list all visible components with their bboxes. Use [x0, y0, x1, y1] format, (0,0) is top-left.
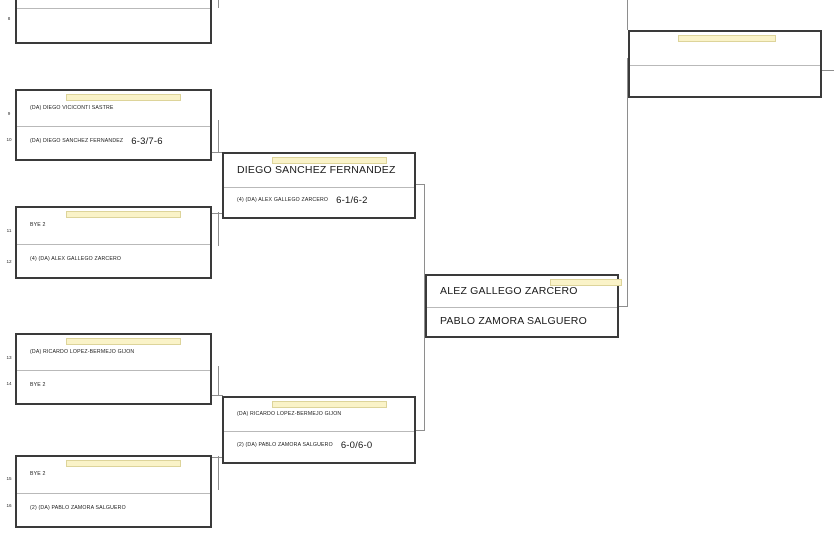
match-slot-final-2[interactable] — [630, 63, 820, 96]
player-name: BYE 2 — [30, 381, 46, 388]
connector-horizontal-r2-top — [415, 184, 425, 185]
connector-vertical-r2-top — [424, 184, 425, 306]
row-number-16: 16 — [6, 503, 12, 508]
player-score: 6-3/7-6 — [131, 135, 163, 147]
row-number-10: 10 — [6, 137, 12, 142]
player-name: (DA) DIEGO SANCHEZ FERNANDEZ — [30, 137, 124, 144]
row-number-13: 13 — [6, 355, 12, 360]
match-box-final[interactable] — [628, 30, 822, 98]
connector-horizontal-r1-m9 — [212, 152, 223, 153]
match-slot-r2-bottom-1[interactable]: (DA) RICARDO LOPEZ-BERMEJO GIJON — [224, 398, 414, 432]
match-header-strip — [66, 338, 181, 345]
player-score: 6-0/6-0 — [340, 439, 373, 451]
row-number-9: 9 — [7, 111, 11, 116]
match-slot-r1-8-top[interactable]: BYE 2 — [17, 0, 210, 9]
match-slot-r1-10[interactable]: (DA) DIEGO SANCHEZ FERNANDEZ 6-3/7-6 — [17, 124, 210, 159]
match-box-r2-top[interactable]: DIEGO SANCHEZ FERNANDEZ (4) (DA) ALEX GA… — [222, 152, 416, 219]
match-box-r1-9-10[interactable]: (DA) DIEGO VICICONTI SASTRE (DA) DIEGO S… — [15, 89, 212, 161]
connector-vertical-r1-m11 — [218, 212, 219, 246]
match-slot-r1-11[interactable]: BYE 2 — [17, 208, 210, 245]
match-slot-r1-15[interactable]: BYE 2 — [17, 457, 210, 494]
connector-horizontal-r1-m11 — [212, 213, 223, 214]
match-slot-r1-8-bottom[interactable] — [17, 9, 210, 42]
connector-vertical-r1-m8 — [218, 0, 219, 8]
player-name: DIEGO SANCHEZ FERNANDEZ — [237, 164, 396, 177]
match-box-r1-11-12[interactable]: BYE 2 (4) (DA) ALEX GALLEGO ZARCERO — [15, 206, 212, 279]
player-name: (4) (DA) ALEX GALLEGO ZARCERO — [30, 255, 122, 262]
connector-vertical-r1-m13 — [218, 366, 219, 396]
row-number-15: 15 — [6, 476, 12, 481]
match-header-strip — [66, 460, 181, 467]
row-number-8: 8 — [7, 16, 11, 21]
match-slot-semifinal-2[interactable]: PABLO ZAMORA SALGUERO — [427, 306, 617, 336]
connector-horizontal-r1-m13 — [212, 395, 223, 396]
match-header-strip — [66, 211, 181, 218]
player-name: (2) (DA) PABLO ZAMORA SALGUERO — [237, 441, 333, 448]
connector-vertical-r2-bottom — [424, 306, 425, 431]
player-name: (DA) RICARDO LOPEZ-BERMEJO GIJON — [30, 348, 135, 355]
match-slot-r2-top-2[interactable]: (4) (DA) ALEX GALLEGO ZARCERO 6-1/6-2 — [224, 185, 414, 217]
match-box-r1-13-14[interactable]: (DA) RICARDO LOPEZ-BERMEJO GIJON BYE 2 — [15, 333, 212, 405]
connector-horizontal-r1-m15 — [212, 457, 223, 458]
match-box-r1-15-16[interactable]: BYE 2 (2) (DA) PABLO ZAMORA SALGUERO — [15, 455, 212, 528]
connector-vertical-r1-m9 — [218, 120, 219, 153]
player-name: (DA) DIEGO VICICONTI SASTRE — [30, 104, 114, 111]
match-header-strip — [272, 401, 387, 408]
row-number-12: 12 — [6, 259, 12, 264]
match-slot-r1-16[interactable]: (2) (DA) PABLO ZAMORA SALGUERO — [17, 491, 210, 526]
player-name: (DA) RICARDO LOPEZ-BERMEJO GIJON — [237, 410, 342, 417]
player-name: BYE 2 — [30, 471, 46, 478]
player-score: 6-1/6-2 — [336, 195, 368, 207]
match-header-strip — [678, 35, 776, 42]
connector-horizontal-r2-bottom — [415, 430, 425, 431]
player-name: PABLO ZAMORA SALGUERO — [440, 314, 587, 327]
player-name: ALEZ GALLEGO ZARCERO — [440, 285, 578, 298]
connector-horizontal-final — [820, 70, 834, 71]
player-name: (4) (DA) ALEX GALLEGO ZARCERO — [237, 197, 329, 204]
match-slot-r1-14[interactable]: BYE 2 — [17, 368, 210, 403]
player-name: BYE 2 — [30, 222, 46, 229]
match-slot-r1-12[interactable]: (4) (DA) ALEX GALLEGO ZARCERO — [17, 242, 210, 277]
match-slot-semifinal-1[interactable]: ALEZ GALLEGO ZARCERO — [427, 276, 617, 308]
connector-horizontal-semifinal — [618, 306, 628, 307]
match-box-semifinal[interactable]: ALEZ GALLEGO ZARCERO PABLO ZAMORA SALGUE… — [425, 274, 622, 338]
row-number-14: 14 — [6, 381, 12, 386]
connector-vertical-semifinal — [627, 58, 628, 307]
connector-vertical-r1-m15 — [218, 456, 219, 490]
match-header-strip — [66, 94, 181, 101]
match-slot-r2-top-1[interactable]: DIEGO SANCHEZ FERNANDEZ — [224, 154, 414, 188]
match-header-strip — [550, 279, 622, 286]
match-slot-r1-13[interactable]: (DA) RICARDO LOPEZ-BERMEJO GIJON — [17, 335, 210, 371]
player-name: (2) (DA) PABLO ZAMORA SALGUERO — [30, 504, 126, 511]
row-number-11: 11 — [6, 228, 12, 233]
connector-vertical-top-incoming — [627, 0, 628, 30]
match-slot-r2-bottom-2[interactable]: (2) (DA) PABLO ZAMORA SALGUERO 6-0/6-0 — [224, 429, 414, 462]
match-box-r1-8[interactable]: BYE 2 — [15, 0, 212, 44]
match-slot-r1-9[interactable]: (DA) DIEGO VICICONTI SASTRE — [17, 91, 210, 127]
match-slot-final-1[interactable] — [630, 32, 820, 66]
match-header-strip — [272, 157, 387, 164]
match-box-r2-bottom[interactable]: (DA) RICARDO LOPEZ-BERMEJO GIJON (2) (DA… — [222, 396, 416, 464]
